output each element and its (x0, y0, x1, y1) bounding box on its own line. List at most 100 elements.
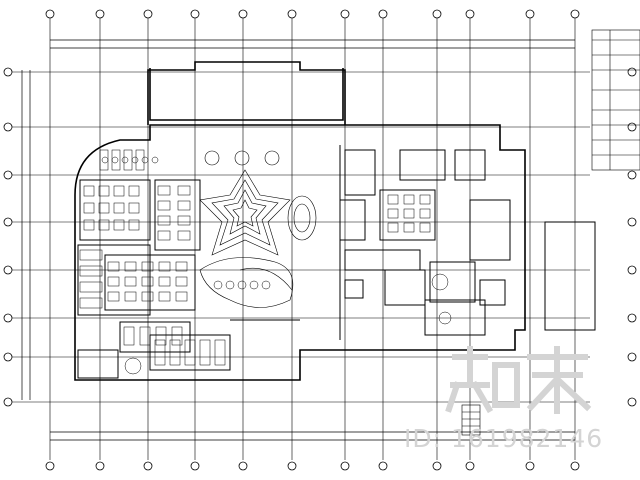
table-furniture (123, 326, 135, 346)
table-furniture (98, 185, 110, 197)
axis-bubble (378, 461, 388, 471)
table-furniture (124, 291, 137, 302)
axis-bubble (627, 122, 637, 132)
axis-bubble (238, 9, 248, 19)
table-furniture (139, 326, 151, 346)
table-furniture (154, 339, 166, 366)
outer-wall (74, 61, 526, 381)
axis-bubble (627, 170, 637, 180)
round-table-furniture (213, 280, 223, 290)
axis-bubble (465, 461, 475, 471)
watermark-logo (445, 346, 592, 414)
table-furniture (175, 261, 188, 272)
axis-bubble (378, 9, 388, 19)
table-furniture (99, 149, 109, 171)
table-furniture (177, 230, 191, 241)
axis-bubble (627, 265, 637, 275)
table-furniture (113, 202, 125, 214)
axis-bubble (3, 67, 13, 77)
table-furniture (98, 219, 110, 231)
interior-walls (77, 145, 596, 379)
central-feature-star (199, 150, 317, 308)
axis-bubble (340, 9, 350, 19)
table-furniture (141, 291, 154, 302)
table-furniture (135, 149, 145, 171)
table-furniture (157, 215, 171, 226)
round-table-furniture (237, 280, 247, 290)
chair-furniture (131, 156, 139, 164)
table-furniture (79, 281, 103, 293)
table-furniture (387, 208, 399, 219)
round-table-furniture (261, 280, 271, 290)
round-table-furniture (225, 280, 235, 290)
table-furniture (387, 222, 399, 233)
table-furniture (419, 222, 431, 233)
axis-bubble (95, 461, 105, 471)
table-furniture (175, 276, 188, 287)
table-furniture (177, 185, 191, 196)
axis-bubble (3, 170, 13, 180)
axis-bubble (465, 9, 475, 19)
table-furniture (419, 208, 431, 219)
axis-bubble (3, 313, 13, 323)
round-table-furniture (124, 357, 142, 375)
dimension-lines (21, 39, 575, 441)
axis-bubble (3, 122, 13, 132)
axis-bubble (143, 9, 153, 19)
table-furniture (141, 261, 154, 272)
table-furniture (107, 261, 120, 272)
axis-bubble (3, 352, 13, 362)
table-furniture (403, 194, 415, 205)
axis-bubble (432, 9, 442, 19)
furniture-layout (79, 149, 452, 375)
axis-bubble (3, 397, 13, 407)
axis-bubble (287, 461, 297, 471)
table-furniture (79, 265, 103, 277)
table-furniture (124, 276, 137, 287)
grid-axes (12, 18, 590, 460)
chair-furniture (141, 156, 149, 164)
table-furniture (177, 215, 191, 226)
table-furniture (169, 339, 181, 366)
axis-bubbles (3, 9, 637, 471)
table-furniture (177, 200, 191, 211)
table-furniture (403, 222, 415, 233)
axis-bubble (525, 9, 535, 19)
axis-bubble (238, 461, 248, 471)
table-furniture (98, 202, 110, 214)
table-furniture (157, 185, 171, 196)
table-furniture (175, 291, 188, 302)
table-furniture (83, 219, 95, 231)
axis-bubble (190, 9, 200, 19)
table-furniture (79, 249, 103, 261)
table-furniture (107, 291, 120, 302)
axis-bubble (3, 217, 13, 227)
axis-bubble (627, 67, 637, 77)
table-furniture (158, 276, 171, 287)
round-table-furniture (438, 311, 452, 325)
entrance-stair (461, 404, 481, 436)
table-furniture (199, 339, 211, 366)
table-furniture (387, 194, 399, 205)
axis-bubble (627, 397, 637, 407)
round-table-furniture (249, 280, 259, 290)
table-furniture (124, 261, 137, 272)
axis-bubble (95, 9, 105, 19)
table-furniture (128, 202, 140, 214)
table-furniture (214, 339, 226, 366)
axis-bubble (143, 461, 153, 471)
axis-bubble (525, 461, 535, 471)
table-furniture (83, 185, 95, 197)
table-furniture (157, 200, 171, 211)
axis-bubble (570, 461, 580, 471)
chair-furniture (121, 156, 129, 164)
table-furniture (403, 208, 415, 219)
table-furniture (79, 297, 103, 309)
axis-bubble (45, 461, 55, 471)
axis-bubble (432, 461, 442, 471)
axis-bubble (340, 461, 350, 471)
table-furniture (128, 185, 140, 197)
axis-bubble (287, 9, 297, 19)
round-table-furniture (431, 273, 449, 291)
